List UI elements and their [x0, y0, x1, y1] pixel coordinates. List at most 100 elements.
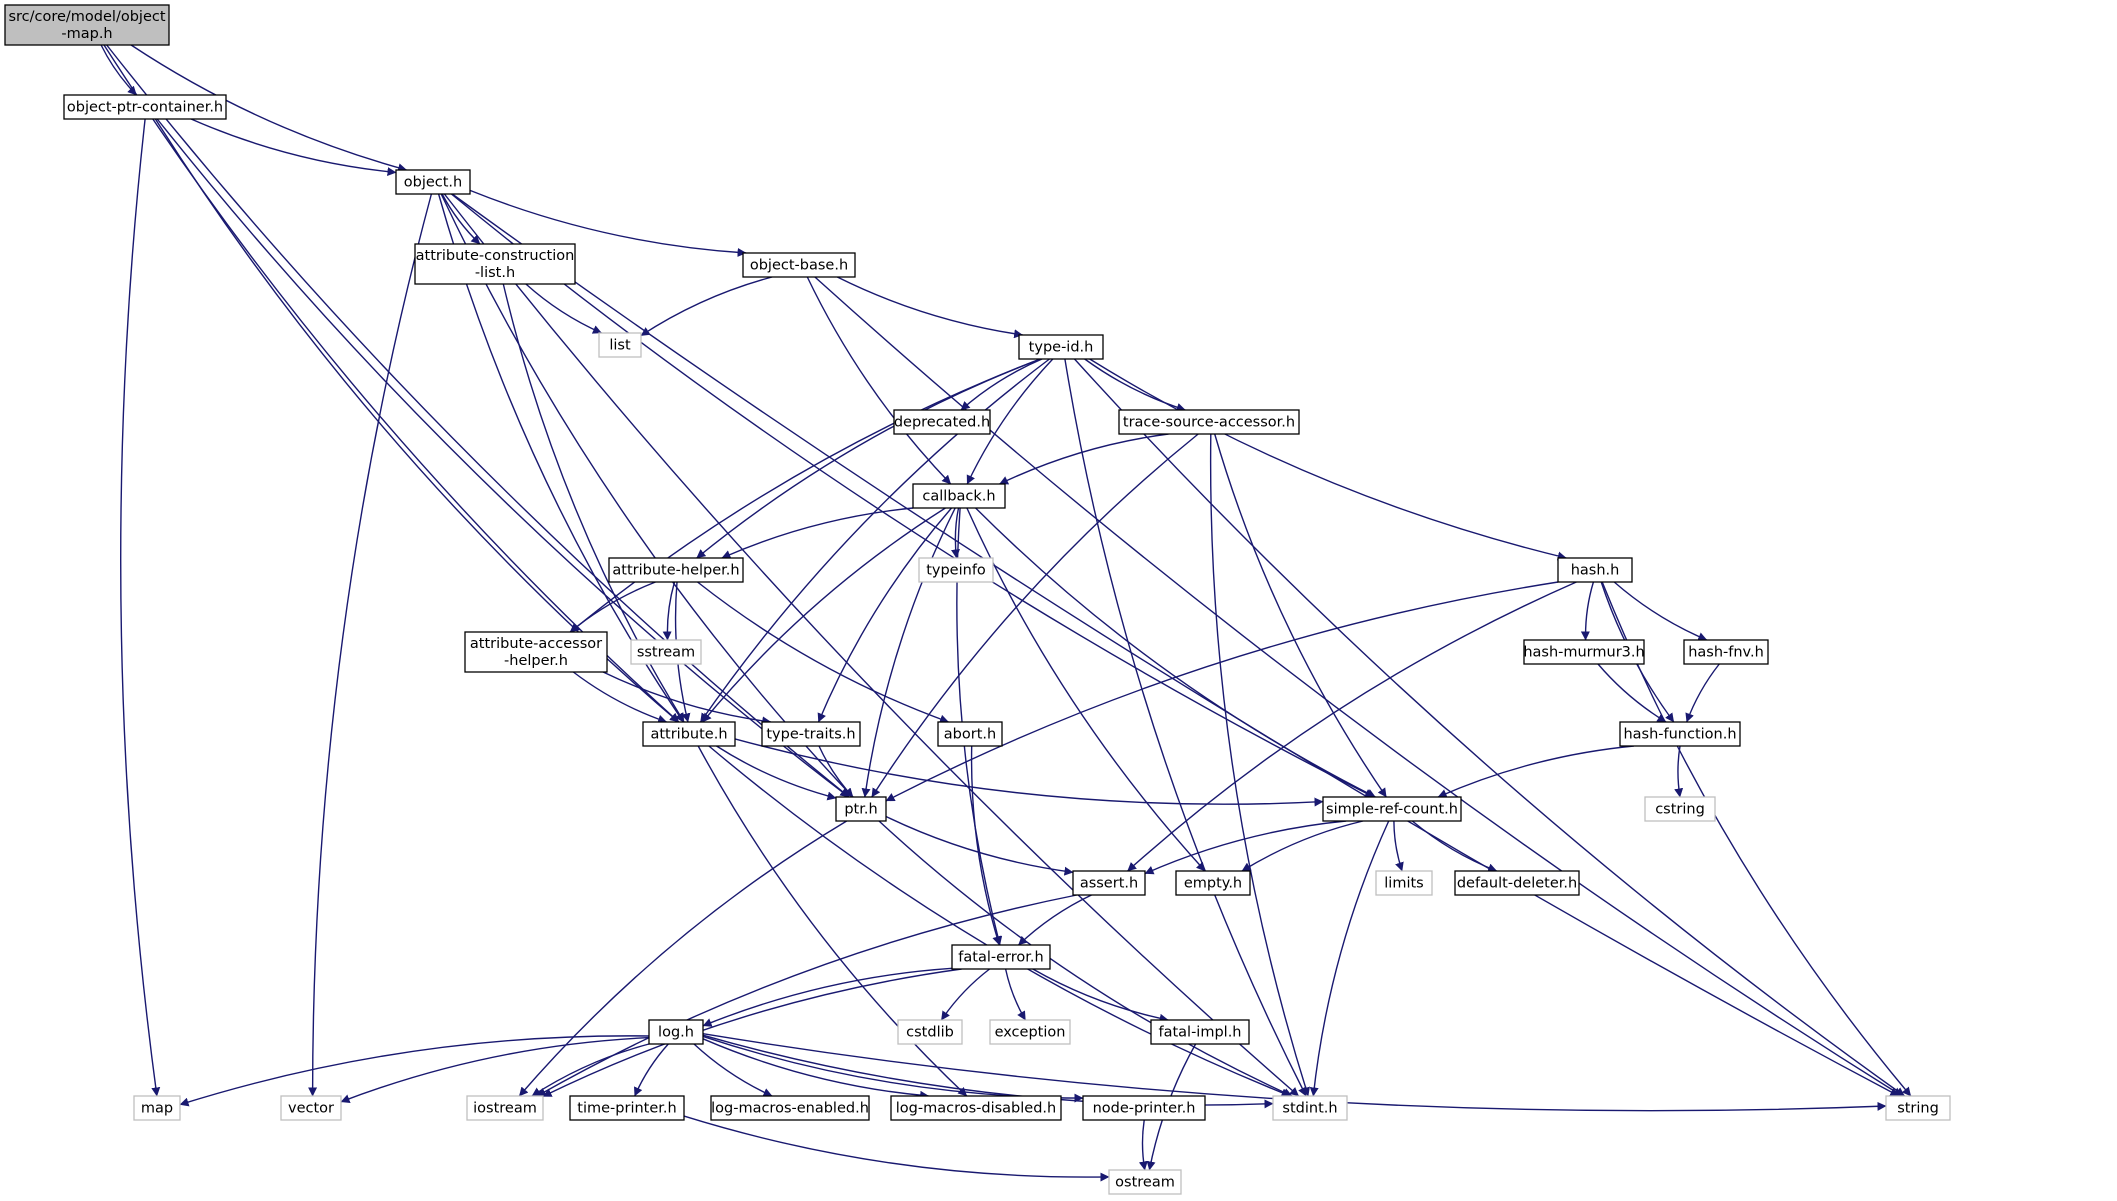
edge-log-to-node-printer: [702, 1035, 1084, 1103]
node-box: [710, 1095, 870, 1121]
edge-hash-function-to-cstring: [1674, 745, 1684, 798]
node-box: [1272, 1095, 1348, 1121]
node-fatal-error[interactable]: fatal-error.h: [951, 944, 1051, 970]
node-iostream: iostream: [466, 1095, 544, 1121]
node-box: [630, 639, 702, 665]
edge-type-id-to-stdint: [1064, 358, 1307, 1097]
node-ptr[interactable]: ptr.h: [835, 796, 887, 822]
node-label: object-ptr-container.h: [67, 100, 223, 116]
edge-hash-to-hash-fnv: [1613, 581, 1708, 641]
node-box: [1644, 796, 1716, 822]
node-deprecated[interactable]: deprecated.h: [893, 409, 991, 435]
edge-log-to-vector: [340, 1036, 650, 1103]
node-box: [1885, 1095, 1951, 1121]
edge-simple-ref-count-to-empty: [1241, 820, 1364, 872]
node-box: [742, 252, 856, 278]
node-box: [1072, 870, 1146, 896]
edge-attribute-helper-to-sstream: [662, 581, 676, 641]
edge-simple-ref-count-to-limits: [1393, 820, 1404, 872]
node-box: [1523, 639, 1645, 665]
node-trace-source-accessor[interactable]: trace-source-accessor.h: [1118, 409, 1300, 435]
edge-attribute-to-log-macros-disabled: [697, 745, 968, 1097]
edge-fatal-error-to-fatal-impl: [1032, 968, 1169, 1023]
node-node-printer[interactable]: node-printer.h: [1082, 1095, 1206, 1121]
node-box: [1118, 409, 1300, 435]
node-label: typeinfo: [926, 563, 986, 579]
node-fatal-impl[interactable]: fatal-impl.h: [1150, 1019, 1250, 1045]
node-object-base[interactable]: object-base.h: [742, 252, 856, 278]
edge-assert-to-fatal-error: [1018, 894, 1092, 946]
node-box: [63, 94, 227, 120]
node-type-id[interactable]: type-id.h: [1018, 334, 1104, 360]
node-hash[interactable]: hash.h: [1557, 557, 1633, 583]
edge-type-id-to-string: [1073, 358, 1905, 1097]
edge-callback-to-ptr: [861, 507, 956, 798]
node-time-printer[interactable]: time-printer.h: [569, 1095, 685, 1121]
node-box: [1557, 557, 1633, 583]
node-box: [1375, 870, 1433, 896]
node-simple-ref-count[interactable]: simple-ref-count.h: [1322, 796, 1462, 822]
node-label: list: [609, 338, 631, 354]
node-hash-murmur3[interactable]: hash-murmur3.h: [1523, 639, 1645, 665]
node-label: object-base.h: [750, 258, 848, 274]
node-box: [835, 796, 887, 822]
node-box: [648, 1019, 704, 1045]
edge-object-map-to-ptr: [106, 44, 850, 798]
edge-log-to-map: [179, 1035, 650, 1107]
node-label: simple-ref-count.h: [1326, 802, 1458, 818]
node-attribute-accessor-helper[interactable]: attribute-accessor-helper.h: [464, 631, 608, 673]
node-attr-construction-list[interactable]: attribute-construction-list.h: [414, 243, 576, 285]
node-box: [466, 1095, 544, 1121]
node-label: fatal-impl.h: [1158, 1025, 1241, 1041]
edge-callback-to-simple-ref-count: [975, 507, 1376, 798]
node-label: string: [1897, 1101, 1939, 1117]
edge-attribute-to-simple-ref-count: [734, 738, 1324, 807]
node-label: hash-function.h: [1623, 727, 1736, 743]
node-label: attribute.h: [650, 727, 727, 743]
edge-fatal-error-to-log: [702, 967, 953, 1027]
edge-trace-source-accessor-to-ptr: [871, 433, 1199, 798]
node-empty[interactable]: empty.h: [1175, 870, 1251, 896]
node-callback[interactable]: callback.h: [912, 483, 1006, 509]
edge-ptr-to-stdint: [878, 820, 1293, 1097]
edge-fatal-error-to-exception: [1004, 968, 1027, 1021]
node-abort[interactable]: abort.h: [937, 721, 1003, 747]
node-default-deleter[interactable]: default-deleter.h: [1454, 870, 1580, 896]
edge-ptr-to-assert: [885, 815, 1074, 876]
edge-type-traits-to-ptr: [818, 745, 854, 798]
node-log[interactable]: log.h: [648, 1019, 704, 1045]
edge-object-map-to-object-ptr-container: [100, 44, 138, 96]
node-assert[interactable]: assert.h: [1072, 870, 1146, 896]
node-hash-function[interactable]: hash-function.h: [1619, 721, 1741, 747]
edge-trace-source-accessor-to-stdint: [1209, 433, 1310, 1097]
node-object[interactable]: object.h: [395, 169, 471, 195]
node-log-macros-enabled[interactable]: log-macros-enabled.h: [710, 1095, 870, 1121]
node-label: callback.h: [922, 489, 995, 505]
node-object-ptr-container[interactable]: object-ptr-container.h: [63, 94, 227, 120]
node-type-traits[interactable]: type-traits.h: [761, 721, 861, 747]
node-box: [1150, 1019, 1250, 1045]
edge-object-base-to-callback: [806, 276, 952, 485]
node-hash-fnv[interactable]: hash-fnv.h: [1683, 639, 1769, 665]
node-label: hash-fnv.h: [1688, 645, 1764, 661]
node-label: hash.h: [1571, 563, 1620, 579]
edge-object-to-simple-ref-count: [450, 193, 1375, 798]
node-box: [1322, 796, 1462, 822]
edge-attribute-to-ptr: [716, 745, 837, 801]
node-object-map[interactable]: src/core/model/object-map.h: [4, 4, 170, 46]
node-log-macros-disabled[interactable]: log-macros-disabled.h: [890, 1095, 1062, 1121]
node-label: trace-source-accessor.h: [1123, 415, 1295, 431]
node-string: string: [1885, 1095, 1951, 1121]
node-attribute[interactable]: attribute.h: [642, 721, 736, 747]
edge-log-to-iostream: [531, 1043, 650, 1097]
node-label: -helper.h: [504, 653, 568, 669]
node-label: deprecated.h: [894, 415, 990, 431]
node-attribute-helper[interactable]: attribute-helper.h: [608, 557, 744, 583]
node-label: log-macros-disabled.h: [896, 1101, 1056, 1117]
node-box: [1454, 870, 1580, 896]
node-label: src/core/model/object: [8, 9, 165, 25]
node-box: [951, 944, 1051, 970]
edge-type-id-to-attribute: [699, 358, 1050, 723]
edge-object-to-object-base: [469, 189, 747, 257]
